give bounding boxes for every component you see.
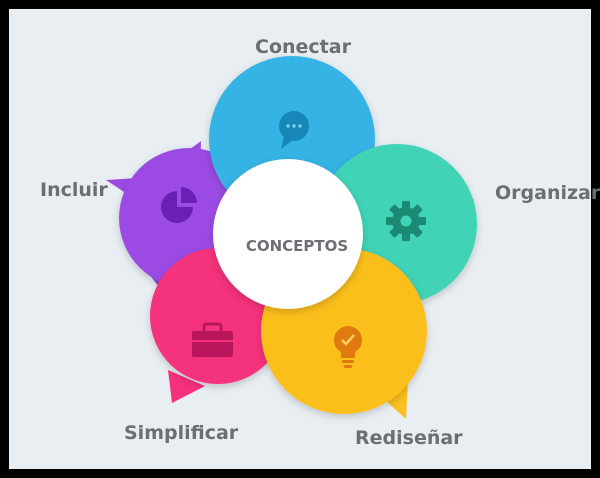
label-simplificar: Simplificar [124, 422, 239, 444]
label-conectar: Conectar [255, 36, 351, 58]
chat-bubble-icon [279, 111, 309, 149]
concept-flower-diagram [106, 56, 477, 419]
pie-chart-icon [161, 187, 197, 223]
gear-icon [386, 201, 426, 241]
label-incluir: Incluir [40, 179, 108, 201]
lightbulb-icon [334, 326, 362, 368]
label-redisenar: Rediseñar [355, 427, 463, 449]
label-organizar: Organizar [495, 182, 600, 204]
center-label: CONCEPTOS [245, 237, 349, 255]
center-circle [213, 159, 363, 309]
petal-simplificar-shape [168, 370, 205, 403]
briefcase-icon [192, 322, 233, 357]
